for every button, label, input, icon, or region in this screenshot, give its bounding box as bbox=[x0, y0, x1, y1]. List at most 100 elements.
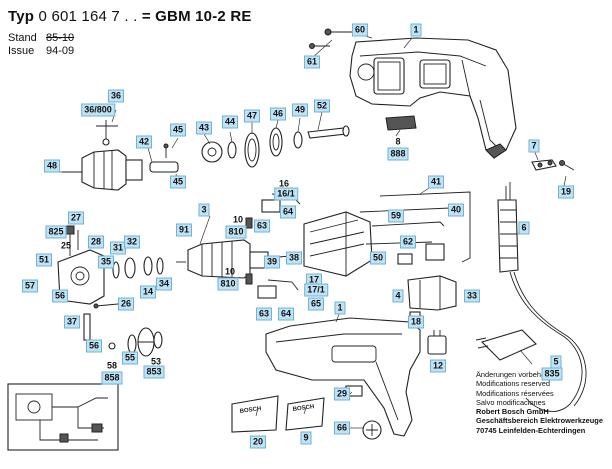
callout-835: 835 bbox=[541, 367, 563, 381]
gear-set bbox=[93, 256, 164, 309]
callout-44: 44 bbox=[221, 115, 239, 129]
callout-47: 47 bbox=[243, 109, 261, 123]
bearing-plate bbox=[57, 225, 105, 305]
callout-58: 58 bbox=[106, 360, 118, 371]
footer-division: Geschäftsbereich Elektrowerkzeuge bbox=[476, 416, 603, 426]
footer-line: Änderungen vorbehalten bbox=[476, 370, 557, 379]
callout-31: 31 bbox=[109, 241, 127, 255]
issue-row: Issue 94-09 bbox=[8, 45, 74, 58]
callout-9: 9 bbox=[300, 431, 312, 445]
callout-26: 26 bbox=[117, 297, 135, 311]
callout-49: 49 bbox=[291, 103, 309, 117]
callout-4: 4 bbox=[392, 289, 404, 303]
callout-38: 38 bbox=[285, 251, 303, 265]
callout-65: 65 bbox=[307, 297, 325, 311]
brush-cover-66 bbox=[362, 420, 382, 440]
callout-10-top: 10 bbox=[232, 214, 244, 225]
spindle-42 bbox=[149, 143, 179, 173]
callout-16-1: 16/1 bbox=[274, 187, 298, 201]
callout-36: 36 bbox=[107, 89, 125, 103]
callout-825: 825 bbox=[45, 225, 67, 239]
issue-label: Issue bbox=[8, 45, 35, 57]
callout-42: 42 bbox=[135, 135, 153, 149]
callout-40: 40 bbox=[447, 203, 465, 217]
footer-line: Modifications reserved bbox=[476, 379, 550, 389]
pin-37 bbox=[83, 313, 91, 341]
switch-4 bbox=[397, 243, 457, 325]
chuck-48 bbox=[62, 149, 143, 191]
model-name: GBM 10-2 RE bbox=[155, 8, 252, 25]
callout-61: 61 bbox=[303, 55, 321, 69]
callout-36-800: 36/800 bbox=[81, 103, 115, 117]
shaft-assembly bbox=[201, 125, 350, 168]
callout-25: 25 bbox=[60, 240, 72, 251]
bosch-badge-9: BOSCH bbox=[285, 397, 325, 431]
callout-52: 52 bbox=[313, 99, 331, 113]
callout-60: 60 bbox=[351, 23, 369, 37]
wiring-inset bbox=[7, 383, 119, 451]
callout-35: 35 bbox=[97, 255, 115, 269]
typ-label: Typ bbox=[8, 8, 35, 25]
gear-shaft-53 bbox=[108, 327, 163, 357]
callout-45-top: 45 bbox=[169, 123, 187, 137]
field-coil bbox=[303, 211, 373, 277]
plug bbox=[475, 329, 537, 361]
callout-56-bottom: 56 bbox=[85, 339, 103, 353]
callout-46: 46 bbox=[269, 107, 287, 121]
callout-64-bottom: 64 bbox=[277, 307, 295, 321]
footer-line: Salvo modificaciones bbox=[476, 397, 546, 407]
callout-39: 39 bbox=[263, 255, 281, 269]
callout-62: 62 bbox=[399, 235, 417, 249]
bosch-badge-20: BOSCH bbox=[231, 395, 279, 433]
callout-7: 7 bbox=[528, 139, 540, 153]
callout-853: 853 bbox=[143, 365, 165, 379]
callout-20: 20 bbox=[249, 435, 267, 449]
nameplate-8 bbox=[385, 115, 417, 131]
part-number: 0 601 164 7 . . bbox=[38, 8, 138, 25]
callout-19: 19 bbox=[557, 185, 575, 199]
callout-33: 33 bbox=[463, 289, 481, 303]
issue-value: 94-09 bbox=[46, 45, 75, 57]
screw-61 bbox=[309, 43, 330, 49]
callout-12: 12 bbox=[429, 359, 447, 373]
callout-53: 53 bbox=[150, 356, 162, 367]
stand-old-value: 85-10 bbox=[46, 32, 75, 44]
callout-50: 50 bbox=[369, 251, 387, 265]
callout-810-top: 810 bbox=[225, 225, 247, 239]
callout-27: 27 bbox=[67, 211, 85, 225]
cable-sleeve-6 bbox=[497, 182, 519, 273]
callout-1-top: 1 bbox=[410, 23, 422, 37]
footer-line: Modifications réservées bbox=[476, 388, 554, 398]
footer-company: Robert Bosch GmbH bbox=[476, 407, 549, 417]
chuck-key-36 bbox=[96, 120, 118, 146]
capacitor-12 bbox=[427, 330, 447, 355]
callout-55: 55 bbox=[121, 351, 139, 365]
callout-57-left: 57 bbox=[21, 279, 39, 293]
callout-63-bottom: 63 bbox=[255, 307, 273, 321]
footer-notice: Änderungen vorbehalten Modifications res… bbox=[476, 370, 612, 435]
callout-51: 51 bbox=[35, 253, 53, 267]
callout-41: 41 bbox=[427, 175, 445, 189]
callout-14: 14 bbox=[139, 285, 157, 299]
bosch-logo-text-20: BOSCH bbox=[239, 406, 261, 415]
stand-row: Stand 85-10 bbox=[8, 32, 74, 45]
stand-label: Stand bbox=[8, 32, 37, 44]
callout-1-bottom: 1 bbox=[334, 301, 346, 315]
callout-16: 16 bbox=[278, 178, 290, 189]
callout-17-1: 17/1 bbox=[304, 283, 328, 297]
callout-43: 43 bbox=[195, 121, 213, 135]
callout-10-bottom: 10 bbox=[224, 266, 236, 277]
callout-8: 8 bbox=[395, 136, 401, 147]
power-cable-5 bbox=[509, 271, 587, 412]
callout-888: 888 bbox=[387, 147, 409, 161]
callout-37: 37 bbox=[63, 315, 81, 329]
callout-29: 29 bbox=[333, 387, 351, 401]
callout-6: 6 bbox=[518, 221, 530, 235]
callout-64-top: 64 bbox=[279, 205, 297, 219]
callout-34: 34 bbox=[155, 277, 173, 291]
callout-3: 3 bbox=[198, 203, 210, 217]
callout-810-bottom: 810 bbox=[217, 277, 239, 291]
callout-56-left: 56 bbox=[51, 289, 69, 303]
